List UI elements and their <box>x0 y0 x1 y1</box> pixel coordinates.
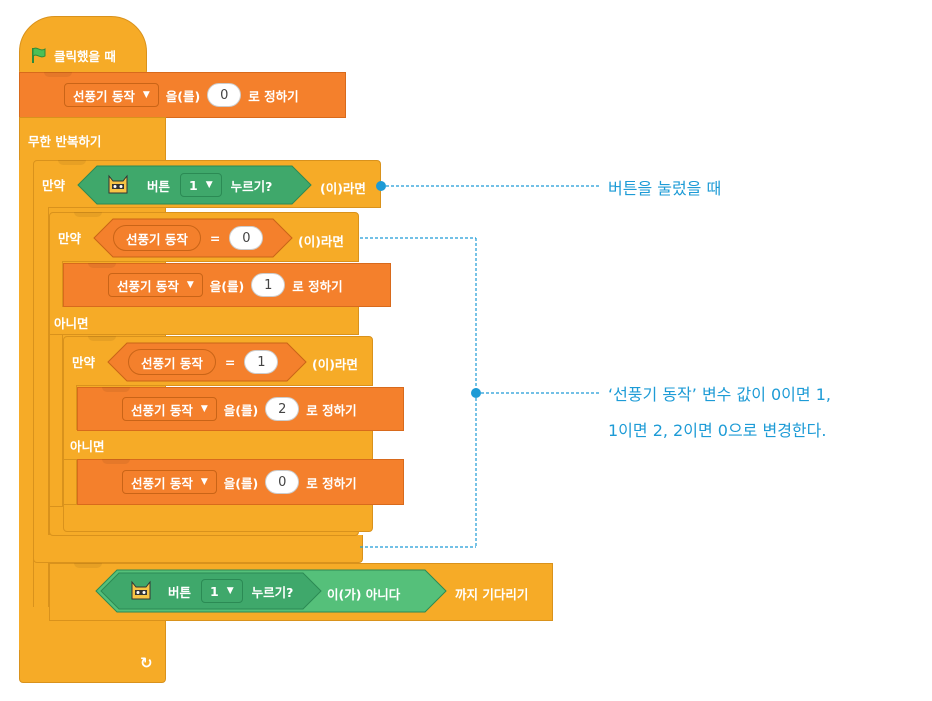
button-pressed-label: 누르기? <box>230 178 273 194</box>
loop-arrow-icon: ↻ <box>140 654 153 672</box>
else-label: 아니면 <box>70 439 105 454</box>
set-suffix: 로 정하기 <box>306 402 357 418</box>
set-variable-block[interactable]: 선풍기 동작 ▼ 을(를) 0 로 정하기 <box>77 459 404 505</box>
variable-dropdown-label: 선풍기 동작 <box>73 88 135 104</box>
button-number-dropdown[interactable]: 1▼ <box>201 579 243 603</box>
then-label: (이)라면 <box>312 357 358 372</box>
dropdown-arrow-icon: ▼ <box>200 477 208 487</box>
compare-value-input[interactable]: 1 <box>244 350 279 374</box>
variable-dropdown[interactable]: 선풍기 동작 ▼ <box>64 83 159 107</box>
dropdown-arrow-icon: ▼ <box>142 90 150 100</box>
dropdown-arrow-icon: ▼ <box>200 404 208 414</box>
when-flag-clicked-block[interactable]: 클릭했을 때 <box>19 16 147 74</box>
dropdown-arrow-icon: ▼ <box>186 280 194 290</box>
value-input[interactable]: 0 <box>265 470 300 494</box>
dropdown-arrow-icon: ▼ <box>205 180 213 190</box>
variable-dropdown[interactable]: 선풍기 동작 ▼ <box>122 470 217 494</box>
is-not-label: 이(가) 아니다 <box>327 587 401 602</box>
set-particle: 을(를) <box>209 278 245 294</box>
set-particle: 을(를) <box>165 88 201 104</box>
variable-dropdown-label: 선풍기 동작 <box>131 402 193 418</box>
button-number: 1 <box>210 583 219 599</box>
forever-label: 무한 반복하기 <box>28 133 102 149</box>
if-label: 만약 <box>42 177 66 193</box>
set-suffix: 로 정하기 <box>248 88 299 104</box>
annotation-variable-cycle-line1: ‘선풍기 동작’ 변수 값이 0이면 1, <box>608 385 831 404</box>
equals-sign: = <box>224 354 236 370</box>
variable-dropdown[interactable]: 선풍기 동작 ▼ <box>122 397 217 421</box>
set-suffix: 로 정하기 <box>306 475 357 491</box>
variable-dropdown-label: 선풍기 동작 <box>117 278 179 294</box>
button-pressed-label: 누르기? <box>251 584 294 600</box>
cat-robot-icon <box>128 579 154 603</box>
set-variable-block[interactable]: 선풍기 동작 ▼ 을(를) 2 로 정하기 <box>77 387 404 431</box>
variable-dropdown[interactable]: 선풍기 동작 ▼ <box>108 273 203 297</box>
set-particle: 을(를) <box>223 475 259 491</box>
wait-until-label: 까지 기다리기 <box>455 587 529 602</box>
value-input[interactable]: 0 <box>207 83 242 107</box>
variable-dropdown-label: 선풍기 동작 <box>131 475 193 491</box>
green-flag-icon <box>30 46 48 64</box>
set-particle: 을(를) <box>223 402 259 418</box>
then-label: (이)라면 <box>320 181 366 196</box>
if-label: 만약 <box>58 230 82 246</box>
button-number-dropdown[interactable]: 1▼ <box>180 173 222 197</box>
variable-reporter[interactable]: 선풍기 동작 <box>128 349 216 375</box>
variable-reporter[interactable]: 선풍기 동작 <box>113 225 201 251</box>
compare-value-input[interactable]: 0 <box>229 226 264 250</box>
set-suffix: 로 정하기 <box>292 278 343 294</box>
set-variable-block[interactable]: 선풍기 동작 ▼ 을(를) 0 로 정하기 <box>19 72 346 118</box>
set-variable-block[interactable]: 선풍기 동작 ▼ 을(를) 1 로 정하기 <box>63 263 391 307</box>
dropdown-arrow-icon: ▼ <box>226 586 234 596</box>
cat-robot-icon <box>105 173 131 197</box>
equals-sign: = <box>209 230 221 246</box>
value-input[interactable]: 2 <box>265 397 300 421</box>
value-input[interactable]: 1 <box>251 273 286 297</box>
annotation-button-pressed: 버튼을 눌렀을 때 <box>608 179 722 198</box>
else-label: 아니면 <box>54 316 89 331</box>
button-label: 버튼 <box>168 584 192 600</box>
annotation-variable-cycle-line2: 1이면 2, 2이면 0으로 변경한다. <box>608 421 827 440</box>
then-label: (이)라면 <box>298 234 344 249</box>
hat-label: 클릭했을 때 <box>54 48 116 64</box>
button-label: 버튼 <box>147 178 171 194</box>
button-number: 1 <box>189 177 198 193</box>
if-label: 만약 <box>72 354 96 370</box>
